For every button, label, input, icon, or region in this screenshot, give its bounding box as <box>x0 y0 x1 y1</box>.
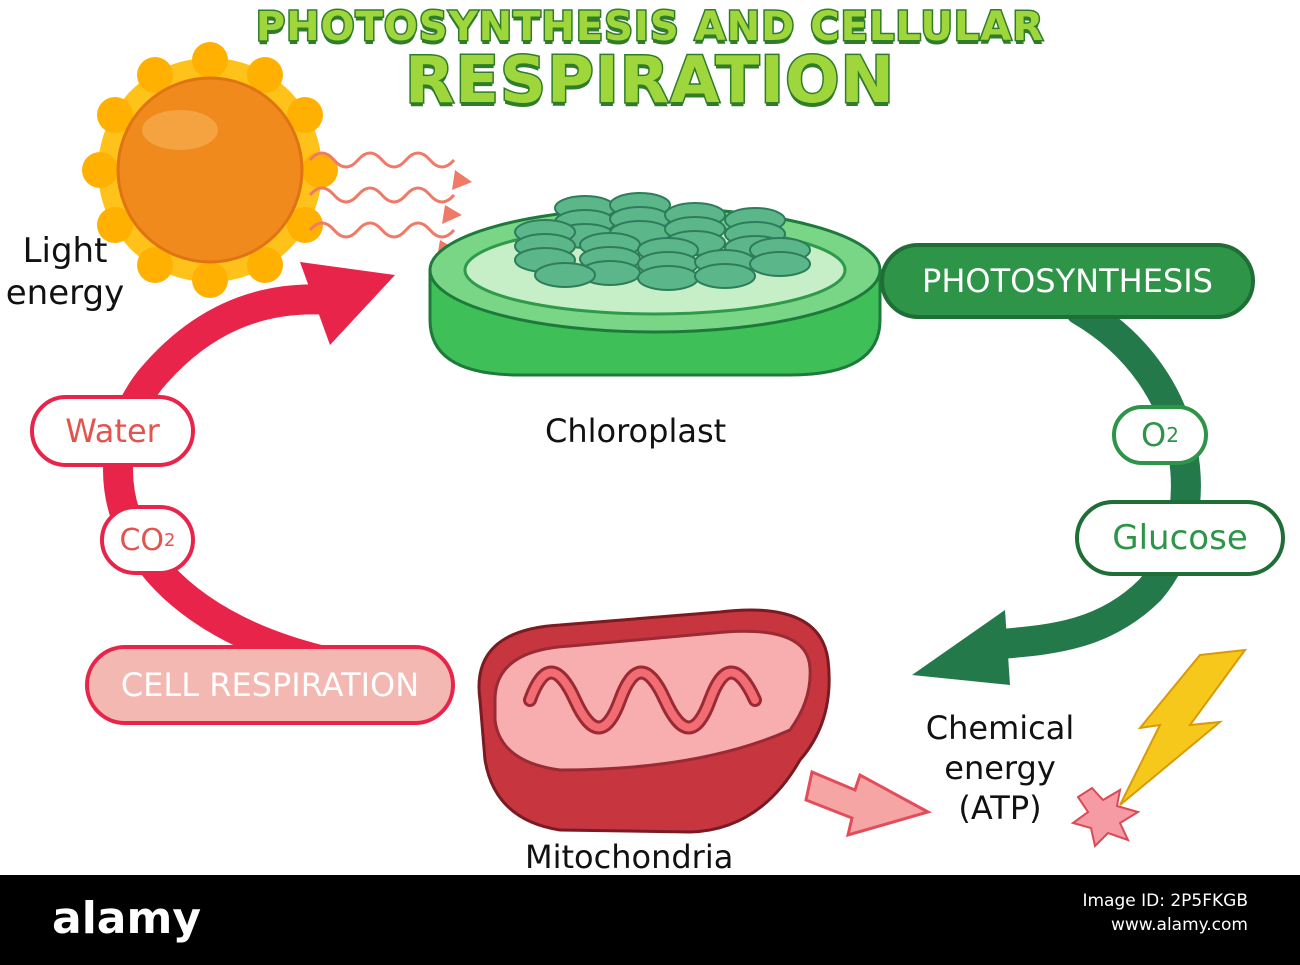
co2-label: CO <box>119 522 165 558</box>
chemical-energy-label: Chemical energy (ATP) <box>915 708 1085 828</box>
atp-arrow <box>804 769 932 838</box>
cell-respiration-label: CELL RESPIRATION <box>120 666 420 704</box>
water-label: Water <box>65 412 160 450</box>
diagram-art <box>82 42 1248 848</box>
diagram-canvas <box>82 42 1248 848</box>
light-rays <box>308 151 456 239</box>
light-energy-label: Light energy <box>0 230 130 314</box>
cell-respiration-pill: CELL RESPIRATION <box>85 645 455 725</box>
chloroplast-illustration <box>428 192 882 377</box>
footer-image-info: Image ID: 2P5FKGB www.alamy.com <box>1082 889 1248 937</box>
title-line-1: PHOTOSYNTHESIS AND CELLULAR <box>254 3 1045 52</box>
glucose-pill: Glucose <box>1075 500 1285 576</box>
footer-bar: alamy Image ID: 2P5FKGB www.alamy.com <box>0 875 1300 965</box>
o2-label: O <box>1141 416 1167 454</box>
title-line-2: RESPIRATION <box>403 43 896 120</box>
photosynthesis-arrowhead <box>912 610 1010 685</box>
chemical-energy-line-2: energy <box>944 749 1056 787</box>
mitochondria-illustration <box>477 608 831 834</box>
water-pill: Water <box>30 395 195 467</box>
footer-brand-logo: alamy <box>52 893 201 944</box>
light-energy-line-1: Light <box>22 231 108 271</box>
sun-icon <box>82 42 338 298</box>
chloroplast-label: Chloroplast <box>545 412 727 450</box>
photosynthesis-arrow <box>975 295 1201 660</box>
respiration-arrow <box>103 284 345 675</box>
photosynthesis-pill-label: PHOTOSYNTHESIS <box>922 262 1213 300</box>
co2-subscript: 2 <box>164 529 176 551</box>
footer-image-id: Image ID: 2P5FKGB <box>1082 891 1248 911</box>
mitochondria-label: Mitochondria <box>525 838 734 876</box>
respiration-arrowhead <box>300 262 395 345</box>
photosynthesis-pill: PHOTOSYNTHESIS <box>880 243 1255 319</box>
light-energy-line-2: energy <box>5 273 125 313</box>
lightning-bolt-icon <box>1070 648 1248 848</box>
chemical-energy-line-1: Chemical <box>925 709 1075 747</box>
glucose-label: Glucose <box>1112 518 1248 558</box>
o2-subscript: 2 <box>1166 423 1179 447</box>
chemical-energy-line-3: (ATP) <box>958 789 1042 827</box>
footer-site: www.alamy.com <box>1110 915 1248 935</box>
